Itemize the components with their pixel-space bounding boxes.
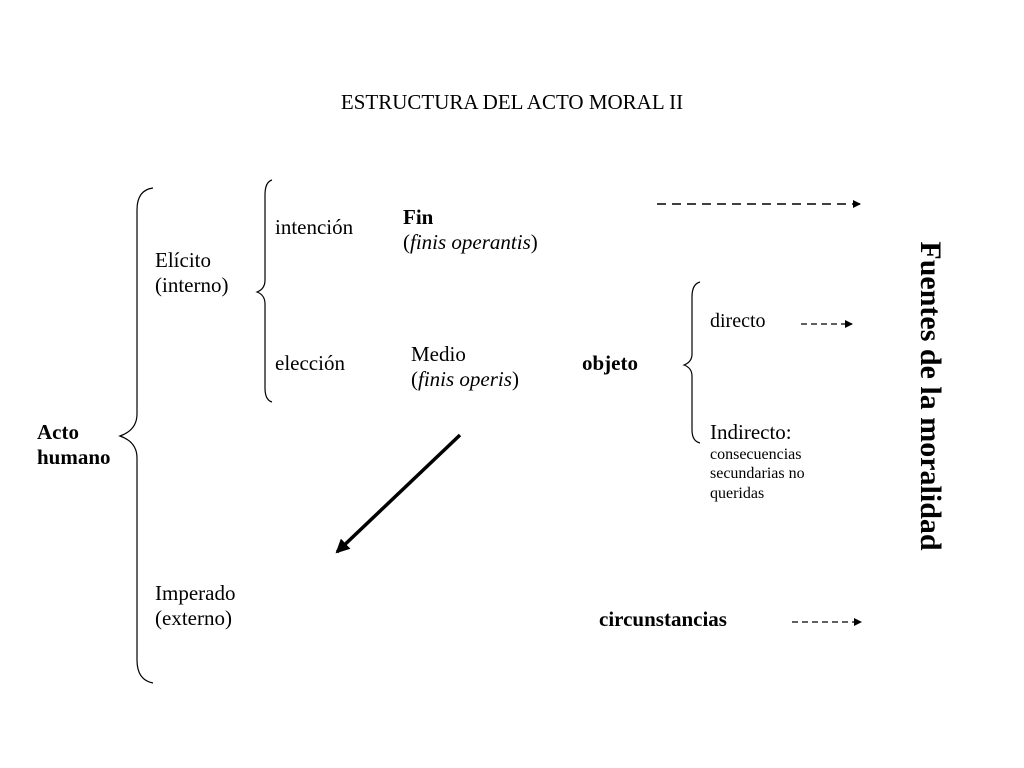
diagram-title: ESTRUCTURA DEL ACTO MORAL II xyxy=(340,90,684,114)
finis-operis: finis operis xyxy=(418,367,512,392)
objeto-label: objeto xyxy=(582,351,638,375)
medio-latin-line: (finis operis) xyxy=(411,367,519,392)
brace-elicito xyxy=(255,179,273,403)
fin-label: Fin (finis operantis) xyxy=(403,205,538,255)
intencion-label: intención xyxy=(275,215,354,239)
brace-acto-humano xyxy=(118,187,154,684)
finis-operantis: finis operantis xyxy=(410,230,531,255)
imperado-line: Imperado xyxy=(155,581,236,605)
directo-label: directo xyxy=(710,310,766,332)
indirecto-desc-3: queridas xyxy=(710,484,765,502)
indirecto-desc-1: consecuencias xyxy=(710,446,802,464)
elicito-line: Elícito xyxy=(155,248,211,272)
arrow-medio-to-imperado xyxy=(335,433,462,554)
fin-title: Fin xyxy=(403,205,434,229)
elicito-label: Elícito (interno) xyxy=(155,248,228,298)
fin-latin-line: (finis operantis) xyxy=(403,230,538,255)
imperado-label: Imperado (externo) xyxy=(155,581,235,631)
eleccion-label: elección xyxy=(275,351,345,375)
interno-line: (interno) xyxy=(155,273,229,298)
externo-line: (externo) xyxy=(155,606,232,631)
circunstancias-label: circunstancias xyxy=(599,607,727,631)
humano-line: humano xyxy=(37,445,111,470)
indirecto-title: Indirecto: xyxy=(710,420,792,444)
medio-label: Medio (finis operis) xyxy=(411,342,519,392)
indirecto-label: Indirecto: consecuencias secundarias no … xyxy=(710,420,805,503)
acto-line: Acto xyxy=(37,420,79,444)
acto-humano-label: Acto humano xyxy=(37,420,111,470)
medio-title: Medio xyxy=(411,342,466,366)
brace-objeto xyxy=(682,281,701,444)
indirecto-desc-2: secundarias no xyxy=(710,465,805,483)
